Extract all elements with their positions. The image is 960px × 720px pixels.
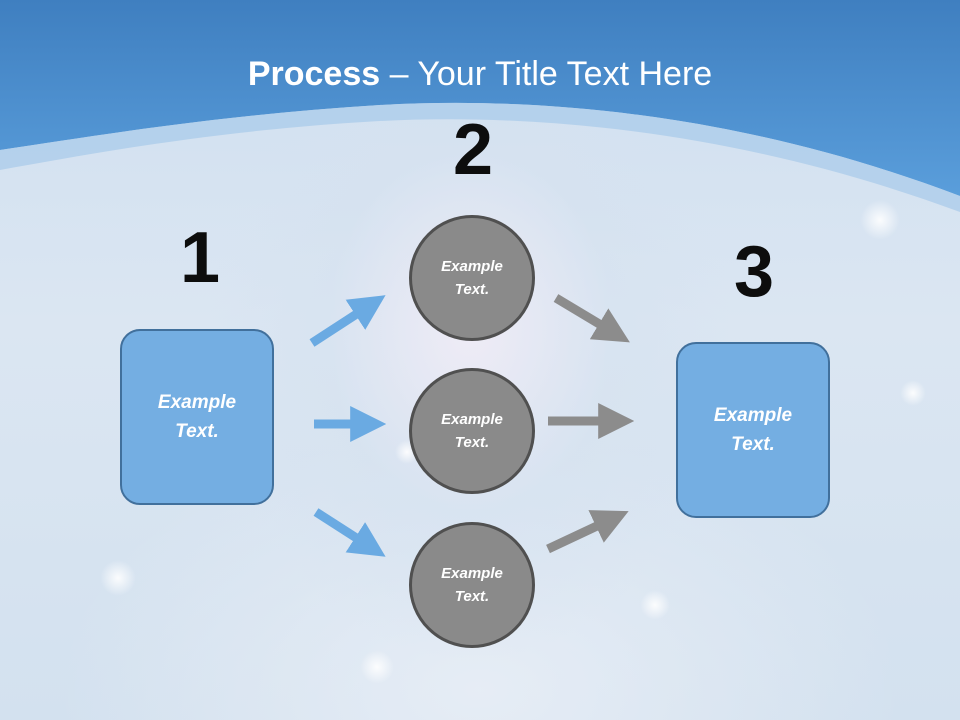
step-number-2: 2 bbox=[452, 110, 494, 190]
sparkle bbox=[100, 560, 136, 596]
left-process-box: Example Text. bbox=[120, 329, 274, 505]
sparkle bbox=[900, 380, 926, 406]
arrow-blue-up bbox=[309, 295, 386, 347]
right-process-box: Example Text. bbox=[676, 342, 830, 518]
middle-circle: Example Text. bbox=[409, 368, 535, 494]
arrow-gray-down bbox=[553, 294, 630, 343]
title-bold: Process bbox=[247, 55, 381, 93]
arrow-gray-up bbox=[546, 510, 629, 554]
bottom-circle: Example Text. bbox=[409, 522, 535, 648]
arrow-blue-down bbox=[313, 508, 386, 557]
sparkle bbox=[860, 200, 900, 240]
slide-title: Process – Your Title Text Here bbox=[0, 52, 960, 96]
top-circle: Example Text. bbox=[409, 215, 535, 341]
sparkle bbox=[360, 650, 394, 684]
step-number-3: 3 bbox=[733, 232, 775, 312]
step-number-1: 1 bbox=[179, 218, 221, 298]
sparkle bbox=[640, 590, 670, 620]
title-rest: – Your Title Text Here bbox=[380, 55, 713, 93]
